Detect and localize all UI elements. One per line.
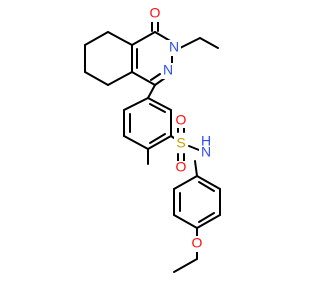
bond xyxy=(149,133,166,144)
label-mask xyxy=(174,114,188,128)
bond xyxy=(198,181,215,192)
bond xyxy=(131,71,156,86)
bond xyxy=(147,135,172,150)
label-mask xyxy=(148,6,162,22)
amine-hydrogen-label: H xyxy=(201,133,211,149)
bond xyxy=(123,97,149,111)
bond xyxy=(196,214,221,229)
bond xyxy=(84,31,109,46)
bond xyxy=(188,145,200,151)
bond xyxy=(173,175,198,190)
bond xyxy=(147,97,172,111)
bond xyxy=(123,135,149,150)
bond xyxy=(154,77,166,86)
atom-labels: O N N S O O N H O xyxy=(148,5,213,252)
bond xyxy=(198,212,215,223)
label-mask xyxy=(190,236,204,252)
bond xyxy=(150,73,161,81)
label-mask xyxy=(174,135,188,153)
bond xyxy=(199,37,219,49)
amine-nitrogen-label: N xyxy=(201,144,211,160)
bond xyxy=(131,31,156,46)
bonds xyxy=(84,21,221,273)
ring-nitrogen-label: N xyxy=(163,62,173,78)
ether-oxygen-label: O xyxy=(192,235,203,251)
bond xyxy=(194,160,198,177)
bond xyxy=(179,37,201,49)
bond xyxy=(196,175,221,190)
bond xyxy=(149,103,166,113)
label-mask xyxy=(167,40,181,56)
sulfonyl-oxygen-label: O xyxy=(176,159,187,175)
bond xyxy=(84,71,109,86)
molecule-structure: O N N S O O N H O xyxy=(84,5,221,273)
molecule-canvas: O N N S O O N H O xyxy=(84,5,221,273)
sulfur-label: S xyxy=(176,135,185,151)
ring-nitrogen-label: N xyxy=(169,39,179,55)
bond xyxy=(173,214,198,229)
bond xyxy=(107,31,133,46)
bond xyxy=(107,71,133,86)
carbonyl-oxygen-label: O xyxy=(150,5,161,21)
bond xyxy=(147,84,156,99)
label-mask xyxy=(174,161,188,175)
label-mask xyxy=(199,145,213,161)
label-mask xyxy=(161,63,175,79)
bond xyxy=(173,258,198,273)
sulfonyl-oxygen-label: O xyxy=(176,112,187,128)
